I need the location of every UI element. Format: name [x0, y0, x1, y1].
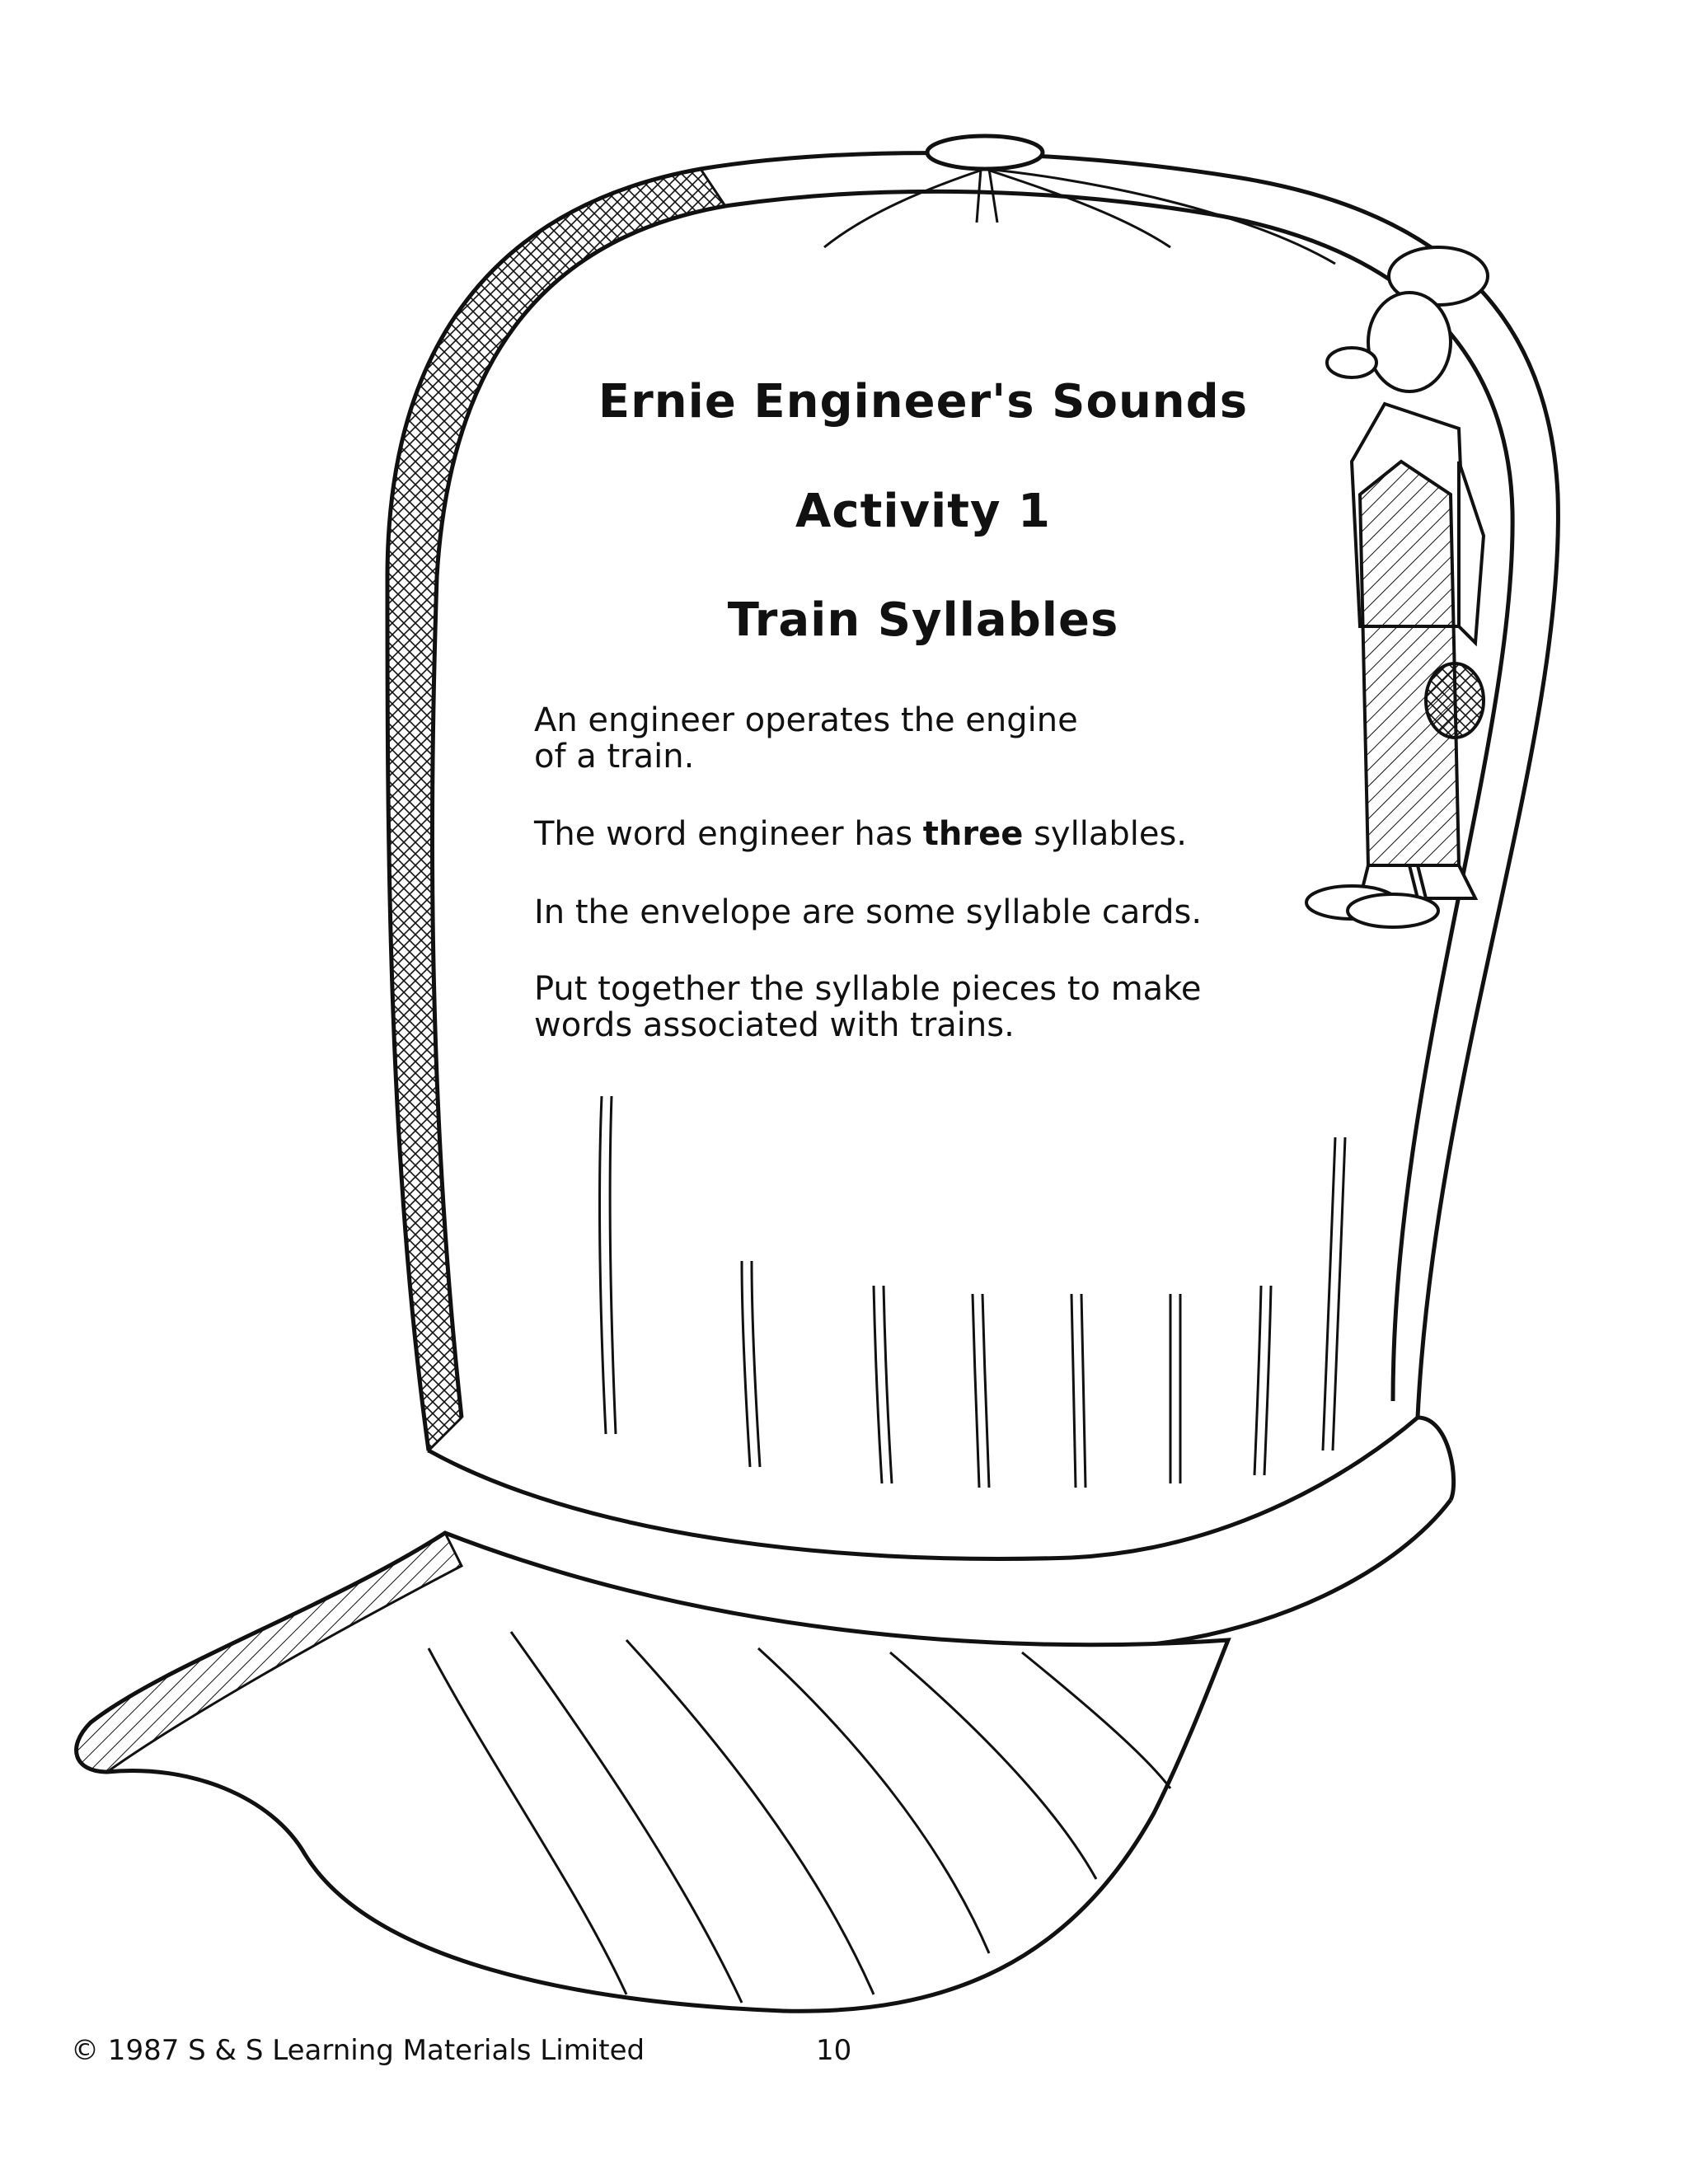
cap-visor: [74, 1530, 1231, 2013]
activity-heading: Activity 1: [795, 485, 1051, 538]
paragraph-syllables-start: The word engineer has: [534, 815, 923, 853]
paragraph-instructions-line-1: Put together the syllable pieces to make: [534, 970, 1202, 1008]
paragraph-instructions-line-2: words associated with trains.: [534, 1006, 1015, 1044]
visor-shading: [75, 1530, 463, 1774]
page-number: 10: [816, 2034, 852, 2067]
paragraph-intro: An engineer operates the engine of a tra…: [534, 702, 1210, 775]
paragraph-envelope: In the envelope are some syllable cards.: [534, 893, 1203, 931]
subtitle-heading: Train Syllables: [727, 593, 1119, 647]
paragraph-intro-line-2: of a train.: [534, 738, 695, 776]
paragraph-syllables: The word engineer has three syllables.: [534, 816, 1358, 852]
cap-stripes: [598, 1095, 1347, 1488]
paragraph-syllables-bold: three: [922, 815, 1024, 853]
cap-side-shading: [386, 167, 728, 1454]
paragraph-intro-line-1: An engineer operates the engine: [534, 701, 1078, 739]
paragraph-syllables-end: syllables.: [1023, 815, 1187, 853]
engineer-character-icon: [1305, 246, 1489, 929]
cap-button: [925, 134, 1045, 171]
page-title: Ernie Engineer's Sounds: [598, 375, 1249, 429]
visor-stripes: [427, 1631, 1172, 2004]
paragraph-instructions: Put together the syllable pieces to make…: [534, 971, 1375, 1043]
cap-seams: [823, 167, 1336, 265]
copyright-notice: © 1987 S & S Learning Materials Limited: [71, 2034, 645, 2067]
